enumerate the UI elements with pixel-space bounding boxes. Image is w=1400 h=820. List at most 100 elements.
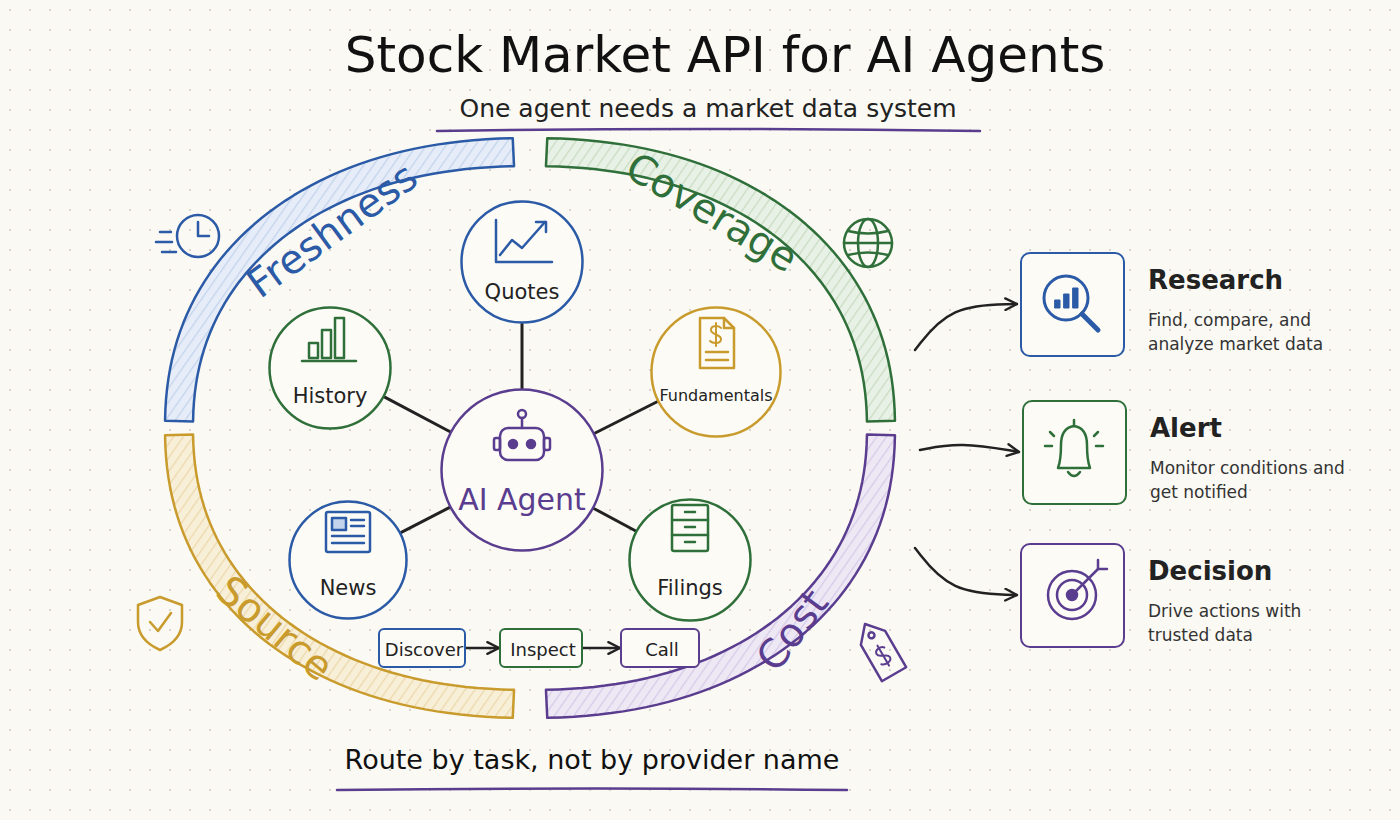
data-circle: AI Agent	[440, 388, 604, 552]
spoke-line	[595, 402, 657, 433]
node-label: Filings	[657, 576, 723, 600]
price-tag-icon-part	[867, 631, 875, 639]
spoke-line	[521, 324, 524, 388]
subtitle-underline	[437, 129, 980, 131]
clock-icon-part	[177, 215, 219, 257]
diagram-title: Stock Market API for AI Agents	[345, 26, 1106, 84]
robot-icon-part	[527, 440, 535, 448]
subtitle-label: One agent needs a market data system	[459, 94, 956, 123]
price-tag-icon-part	[872, 643, 893, 668]
bar-chart-icon-part	[322, 330, 331, 358]
shield-icon-part	[138, 597, 182, 650]
bell-icon-part	[1045, 432, 1103, 446]
circle-shape	[290, 502, 407, 619]
target-icon-part	[1057, 580, 1087, 610]
node-label: Quotes	[485, 280, 560, 304]
robot-icon	[494, 410, 550, 460]
magnifier-icon-part	[1073, 288, 1078, 308]
bar-chart-icon-part	[335, 318, 344, 358]
node-label: Fundamentals	[660, 387, 773, 405]
circle-outline	[650, 306, 782, 438]
outcome-card: AlertMonitor conditions and get notified	[1022, 400, 1397, 508]
data-circle: Quotes	[460, 200, 584, 324]
price-tag-icon-part	[853, 617, 906, 681]
cabinet-icon-part	[672, 520, 708, 535]
newspaper-icon-part	[332, 518, 346, 530]
globe-icon	[844, 219, 892, 267]
circle-shape	[652, 308, 781, 437]
icon-frame	[1020, 543, 1125, 648]
node-label: News	[320, 576, 377, 600]
bar-chart-icon-part	[302, 360, 356, 363]
shield-icon	[138, 597, 182, 650]
node-label: Inspect	[510, 640, 576, 661]
flow-arrow	[915, 304, 1017, 350]
robot-icon-part	[518, 410, 526, 418]
circle-outline	[460, 200, 584, 324]
circle-shape	[630, 500, 751, 621]
clock-icon-part	[156, 232, 176, 252]
robot-icon-part	[544, 438, 550, 450]
card-heading: Research	[1148, 266, 1283, 296]
card-heading: Alert	[1150, 414, 1222, 444]
icon-frame	[1022, 400, 1127, 505]
cabinet-icon-part	[685, 512, 695, 542]
data-circle: Fundamentals	[650, 306, 782, 438]
line-chart-icon-part	[536, 222, 546, 232]
robot-icon-part	[521, 418, 524, 428]
magnifier-icon	[1044, 276, 1098, 330]
target-icon	[1048, 560, 1107, 619]
circle-shape	[442, 390, 603, 551]
clock-icon	[156, 215, 219, 257]
globe-icon-part	[844, 219, 892, 267]
circle-shape	[462, 202, 583, 323]
shield-icon-part	[150, 613, 171, 631]
price-tag-icon	[853, 617, 906, 681]
card-body: Drive actions with trusted data	[1148, 599, 1348, 647]
newspaper-icon-part	[332, 520, 364, 543]
cabinet-icon	[672, 505, 708, 551]
card-body: Monitor conditions and get notified	[1150, 456, 1350, 504]
spoke-line	[594, 509, 635, 531]
document-icon	[700, 318, 734, 368]
step-box: Inspect	[499, 628, 583, 668]
node-label: Discover	[385, 640, 463, 661]
step-box: Discover	[378, 628, 466, 668]
newspaper-icon	[326, 512, 370, 552]
bar-chart-icon-part	[309, 343, 318, 358]
data-circle: Filings	[628, 498, 752, 622]
data-circle: News	[288, 500, 408, 620]
node-label: Call	[645, 640, 679, 661]
target-icon-part	[1072, 569, 1098, 595]
target-icon-part	[1048, 571, 1096, 619]
flow-arrow	[583, 647, 620, 650]
bell-icon-part	[1068, 472, 1080, 476]
outcome-card: ResearchFind, compare, and analyze marke…	[1020, 252, 1395, 360]
circle-outline	[440, 388, 604, 552]
robot-icon-part	[509, 440, 517, 448]
flow-arrow	[915, 548, 1017, 595]
globe-icon-part	[858, 219, 878, 267]
outcome-card: DecisionDrive actions with trusted data	[1020, 543, 1395, 651]
document-icon-part	[710, 323, 721, 346]
magnifier-icon-part	[1044, 276, 1088, 320]
newspaper-icon-part	[326, 512, 370, 552]
flow-arrow	[466, 647, 499, 650]
circle-outline	[268, 306, 392, 430]
step-box: Call	[620, 628, 700, 668]
target-icon-part	[1098, 560, 1107, 569]
document-icon-part	[724, 318, 734, 328]
robot-icon-part	[494, 438, 500, 450]
spoke-line	[401, 508, 449, 533]
magnifier-icon-part	[1064, 294, 1069, 308]
document-icon-part	[706, 352, 728, 360]
magnifier-icon-part	[1055, 300, 1060, 308]
card-body: Find, compare, and analyze market data	[1148, 308, 1348, 356]
data-circle: History	[268, 306, 392, 430]
clock-icon-part	[198, 222, 209, 236]
target-icon-part	[1067, 590, 1077, 600]
spoke-line	[385, 397, 450, 431]
bell-icon	[1045, 420, 1103, 476]
